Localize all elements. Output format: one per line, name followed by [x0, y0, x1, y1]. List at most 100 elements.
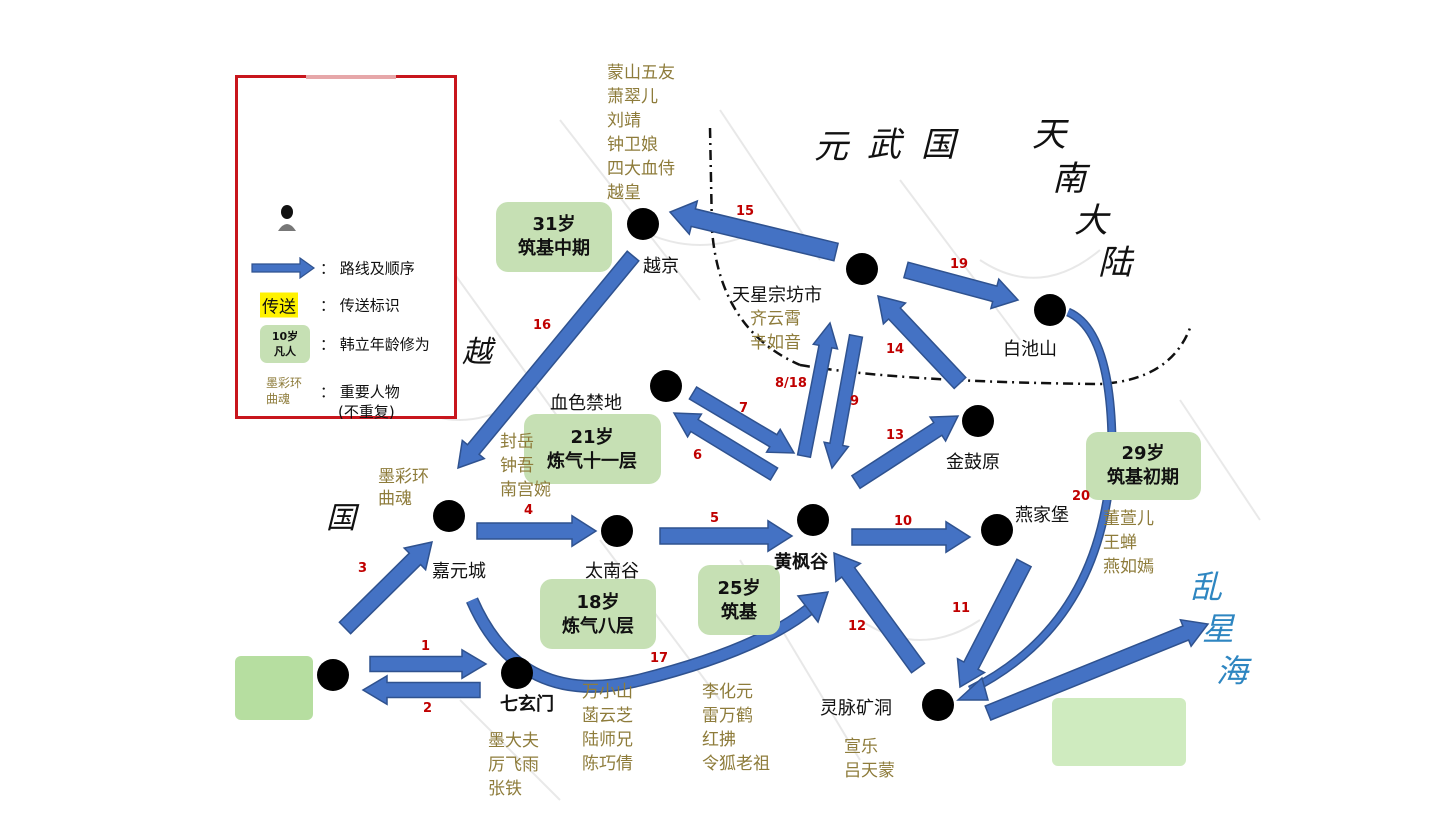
border-line-west [708, 127, 801, 367]
border-line-east [799, 327, 1192, 386]
region-yuanwu-3: 国 [921, 125, 959, 165]
legend-person-line1: 墨彩环 [266, 376, 303, 390]
dot-baichi [1034, 294, 1066, 326]
dot-tianxing [846, 253, 878, 285]
place-jiayuan: 嘉元城 [432, 561, 486, 582]
person-huangfeng-2: 红拂 [702, 730, 736, 750]
route-2-arrow [361, 674, 481, 706]
place-yuejing: 越京 [643, 256, 679, 277]
dot-qixuanmen [501, 657, 533, 689]
route-15-arrow [668, 199, 840, 262]
legend-row-person: 墨彩环 曲魂 ： 重要人物 (不重复) [238, 368, 454, 421]
age-box-18: 18岁 炼气八层 [540, 579, 656, 649]
legend-age-line2: 凡人 [274, 345, 296, 358]
route-num-10: 10 [894, 514, 912, 529]
route-num-16: 16 [533, 318, 551, 333]
region-luanxing-1: 乱 [1190, 568, 1223, 606]
person-yuejing-1: 萧翠儿 [607, 87, 658, 107]
route-num-1: 1 [421, 639, 430, 654]
route-10-arrow [851, 520, 972, 554]
dot-tainangu [601, 515, 633, 547]
dot-start [317, 659, 349, 691]
blurred-image-left [235, 656, 313, 720]
person-tainangu-3: 陈巧倩 [582, 754, 633, 774]
legend-age-sample: 10岁 凡人 [260, 325, 310, 363]
route-3-arrow [338, 541, 433, 635]
region-yue-1: 越 [462, 335, 496, 370]
route-num-9: 9 [850, 394, 859, 409]
route-1-arrow [369, 648, 488, 680]
dot-yuejing [627, 208, 659, 240]
person-yanjia-2: 燕如嫣 [1103, 557, 1154, 577]
person-xuese-2: 南宫婉 [500, 480, 551, 500]
person-jiayuan-0: 墨彩环 [378, 467, 429, 487]
person-yuejing-2: 刘靖 [607, 111, 641, 131]
region-yuanwu-1: 元 [814, 127, 851, 167]
region-luanxing-3: 海 [1216, 652, 1252, 690]
place-lingmai: 灵脉矿洞 [820, 698, 892, 719]
person-lingmai-0: 宣乐 [844, 737, 878, 757]
person-huangfeng-3: 令狐老祖 [702, 754, 770, 774]
age-box-21: 21岁 炼气十一层 [524, 414, 661, 484]
route-19-arrow [902, 261, 1020, 310]
person-tianxing-0: 齐云霄 [750, 309, 801, 329]
place-dots [317, 208, 1066, 721]
place-tianxing: 天星宗坊市 [732, 285, 822, 306]
region-luanxing-2: 星 [1202, 610, 1236, 648]
person-huangfeng-0: 李化元 [702, 682, 753, 702]
legend-row-age: 10岁 凡人 ： 韩立年龄修为 [238, 324, 454, 364]
route-num-7: 7 [739, 401, 748, 416]
route-num-15: 15 [736, 204, 754, 219]
legend-route-label: ： 路线及顺序 [320, 259, 415, 278]
route-num-19: 19 [950, 257, 968, 272]
person-yuejing-3: 钟卫娘 [607, 135, 658, 155]
age-31-line1: 31岁 [532, 213, 575, 235]
person-yuejing-5: 越皇 [607, 183, 641, 203]
arrow-right-icon [251, 257, 316, 279]
dot-yanjia [981, 514, 1013, 546]
person-tainangu-0: 万小山 [582, 682, 633, 702]
route-num-2: 2 [423, 701, 432, 716]
route-arrows [338, 199, 1210, 721]
route-num-4: 4 [524, 503, 533, 518]
legend-person-sample: 墨彩环 曲魂 [266, 375, 302, 407]
age-25-line2: 筑基 [721, 601, 758, 623]
route-11-arrow [956, 558, 1033, 689]
person-jiayuan-1: 曲魂 [378, 489, 412, 509]
route-12-arrow [833, 551, 926, 674]
person-qixuanmen-0: 墨大夫 [488, 731, 539, 751]
age-box-25: 25岁 筑基 [698, 565, 780, 635]
age-21-line2: 炼气十一层 [547, 450, 637, 472]
region-tiannan-3: 大 [1074, 201, 1111, 241]
legend-row-teleport: 传送 ： 传送标识 [238, 285, 454, 325]
place-qixuanmen: 七玄门 [500, 693, 554, 715]
person-lingmai-1: 吕天蒙 [844, 761, 895, 781]
route-num-5: 5 [710, 511, 719, 526]
route-5-arrow [659, 519, 794, 553]
route-7-arrow [688, 385, 796, 454]
place-baichi: 白池山 [1003, 339, 1057, 360]
route-num-8-18: 8/18 [775, 376, 807, 391]
route-9-arrow [823, 333, 864, 470]
age-31-line2: 筑基中期 [518, 237, 590, 259]
route-8-arrow [796, 321, 839, 459]
blurred-image-right [1052, 698, 1186, 766]
route-num-17: 17 [650, 651, 668, 666]
age-18-line1: 18岁 [576, 591, 619, 613]
route-16-arrow [457, 250, 640, 470]
route-num-6: 6 [693, 448, 702, 463]
route-num-12: 12 [848, 619, 866, 634]
region-yuanwu-2: 武 [867, 125, 905, 165]
region-tiannan-4: 陆 [1098, 243, 1135, 283]
person-tianxing-1: 辛如音 [750, 333, 801, 353]
legend-row-route: ： 路线及顺序 [238, 248, 454, 288]
person-silhouette-icon [278, 205, 296, 231]
place-xuese: 血色禁地 [550, 393, 622, 414]
person-xuese-1: 钟吾 [500, 456, 534, 476]
legend-box: ： 路线及顺序 传送 ： 传送标识 10岁 凡人 ： 韩立年龄修为 墨彩环 曲魂… [235, 75, 457, 421]
person-yanjia-0: 董萱儿 [1103, 509, 1154, 529]
age-21-line1: 21岁 [570, 426, 613, 448]
route-13-arrow [850, 415, 960, 490]
route-4-arrow [476, 514, 598, 548]
